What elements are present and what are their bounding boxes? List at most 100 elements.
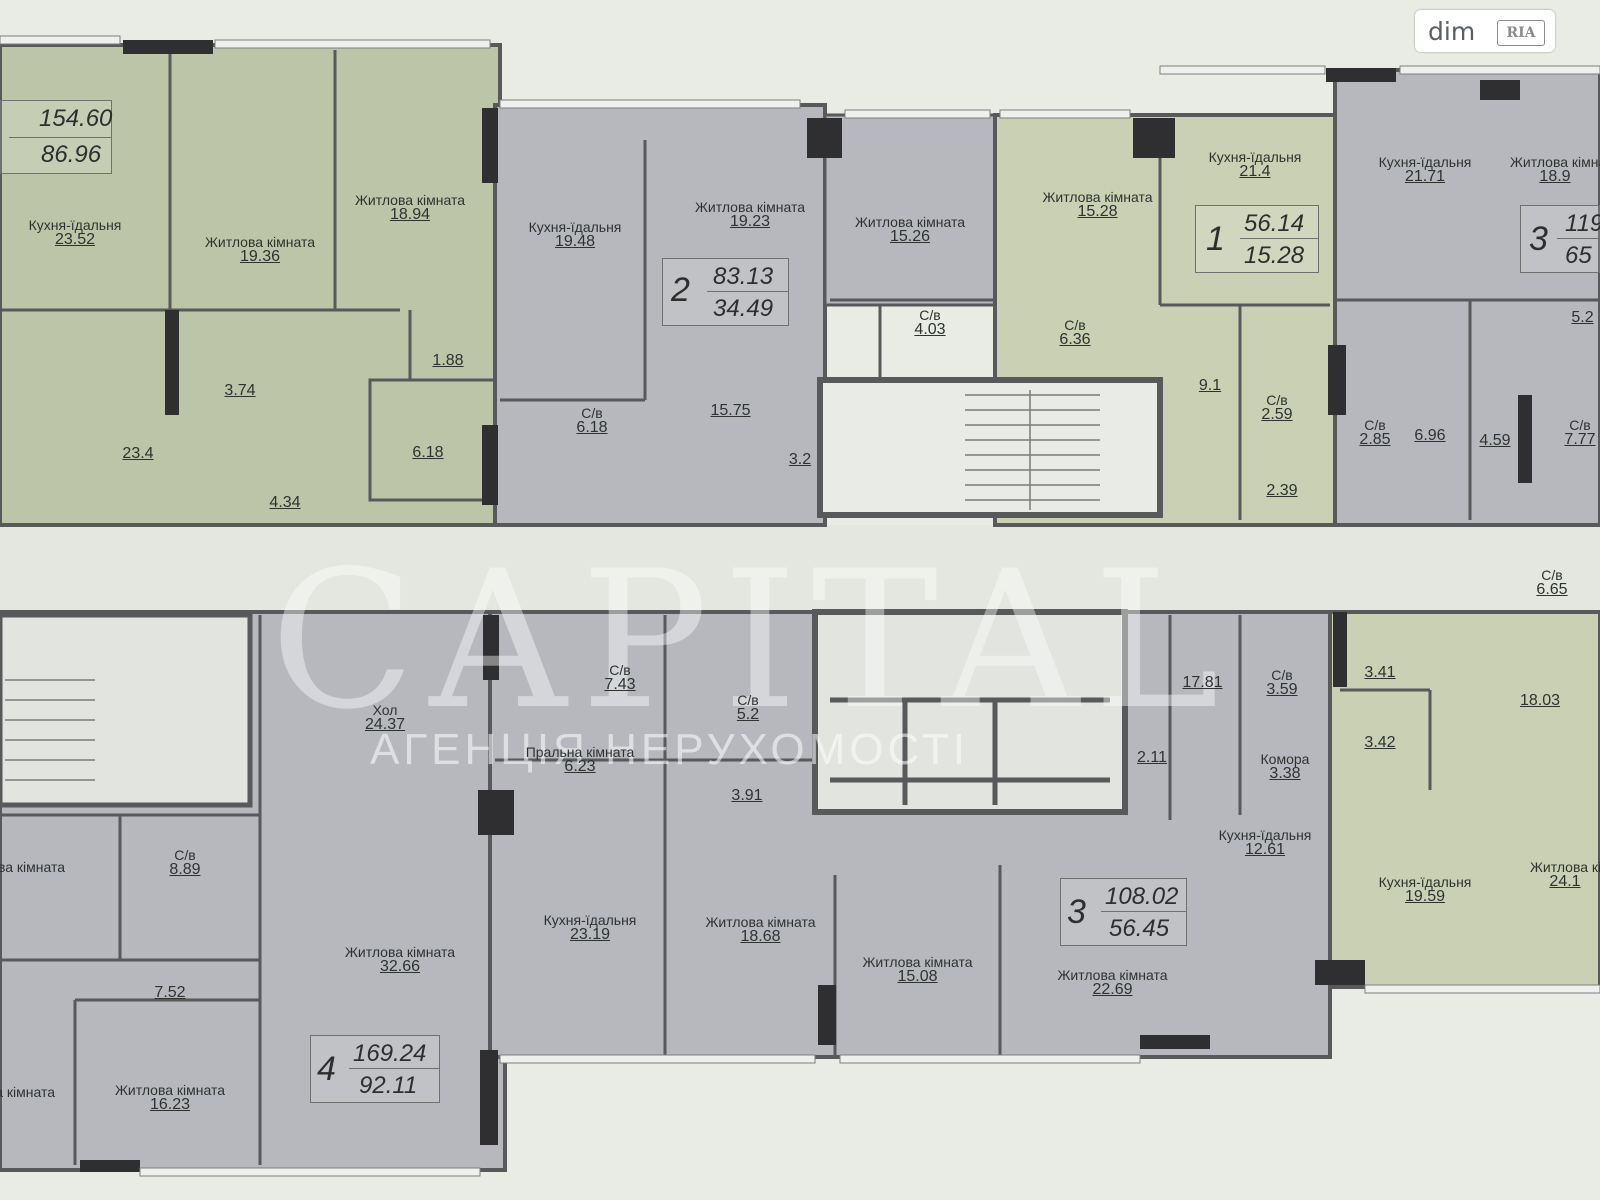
room-area: 2.11 — [1137, 749, 1167, 766]
room-name: Кухня-їдальня — [1378, 874, 1472, 890]
room-area: 24.37 — [364, 716, 406, 733]
room-label: 9.1 — [1195, 378, 1225, 394]
room-label: 3.74 — [220, 383, 260, 399]
room-name: Житлова кімната — [114, 1082, 226, 1098]
room-area: 24.1 — [1549, 873, 1581, 890]
unit-2 — [493, 103, 827, 527]
room-label: 17.81 — [1180, 675, 1225, 691]
badge-rooms: 4 — [317, 1050, 336, 1088]
room-area: 5.2 — [1571, 309, 1594, 326]
room-area: 6.23 — [564, 758, 596, 775]
room-area: 21.4 — [1239, 163, 1271, 180]
badge-living: 65 — [1565, 242, 1592, 269]
room-label: 23.4 — [118, 446, 158, 462]
room-area: 9.1 — [1198, 377, 1222, 394]
room-name: Житлова кімната — [862, 954, 973, 970]
room-label: 2.11 — [1132, 750, 1172, 766]
room-area: 6.65 — [1536, 581, 1568, 598]
room-label: 3.41 — [1360, 665, 1400, 681]
room-area: 17.81 — [1182, 674, 1223, 691]
room-area: 16.23 — [149, 1096, 191, 1113]
badge-total: 119 — [1565, 210, 1600, 237]
apartment-badge: 3 119 65 — [1520, 205, 1600, 273]
logo-mark: RIA — [1497, 20, 1545, 46]
room-name: С/в — [737, 692, 759, 708]
room-label: 7.52 — [150, 985, 190, 1001]
apartment-badge: 154.60 86.96 — [0, 100, 112, 174]
room-name: С/в — [1569, 417, 1591, 433]
room-label: 3.91 — [727, 788, 767, 804]
room-area: 7.77 — [1564, 431, 1596, 448]
room-name: С/в — [174, 847, 196, 863]
unit-3-right — [1333, 68, 1600, 527]
columns-bottom — [80, 612, 1365, 1172]
room-name: С/в — [919, 307, 941, 323]
room-name: Кухня-їдальня — [528, 219, 622, 235]
room-area: 6.18 — [412, 444, 444, 461]
badge-rooms: 3 — [1529, 220, 1548, 258]
room-area: 23.19 — [569, 926, 611, 943]
room-label: 4.59 — [1475, 433, 1515, 449]
room-name: Житлова кімната — [1057, 967, 1168, 983]
room-label: 1.88 — [428, 353, 468, 369]
dim-ria-logo[interactable]: dim RIA — [1415, 10, 1555, 52]
unit-bottom-right — [1328, 610, 1600, 989]
room-area: 15.26 — [889, 228, 931, 245]
room-area: 19.59 — [1404, 888, 1446, 905]
badge-living: 56.45 — [1109, 915, 1170, 942]
room-area: 3.42 — [1364, 734, 1396, 751]
room-area: 15.28 — [1077, 203, 1118, 220]
room-area: 12.61 — [1244, 841, 1286, 858]
stair-core — [817, 377, 1163, 518]
room-name: Житлова кімната — [0, 1084, 56, 1100]
room-name: Житлова кімната — [1042, 189, 1153, 205]
room-name: Хол — [372, 702, 398, 718]
room-area: 3.91 — [731, 787, 763, 804]
room-area: 22.69 — [1092, 981, 1133, 998]
columns-top — [123, 40, 1532, 505]
room-name: С/в — [1271, 667, 1293, 683]
badge-living: 15.28 — [1244, 242, 1305, 269]
room-label: 5.2 — [1565, 310, 1600, 326]
room-label: 3.2 — [785, 452, 815, 468]
room-area: 5.2 — [736, 706, 760, 723]
room-name: С/в — [1364, 417, 1386, 433]
room-name: Кухня-їдальня — [1208, 149, 1302, 165]
badge-living: 86.96 — [41, 141, 102, 168]
badge-total: 169.24 — [353, 1040, 427, 1067]
room-name: Житлова кімната — [354, 192, 466, 208]
room-label: 4.34 — [265, 495, 305, 511]
room-label: 3.42 — [1360, 735, 1400, 751]
room-name: Житлова кімната — [0, 859, 66, 875]
room-area: 32.66 — [379, 958, 421, 975]
room-area: 19.48 — [554, 233, 596, 250]
room-area: 19.23 — [729, 213, 771, 230]
room-area: 18.68 — [740, 928, 781, 945]
badge-living: 34.49 — [713, 295, 774, 322]
stair-steps-left — [5, 679, 95, 781]
room-name: Житлова кімната — [694, 199, 806, 215]
apartment-badge: 4 169.24 92.11 — [310, 1035, 440, 1103]
room-name: Житлова кімната — [344, 944, 456, 960]
room-label: Житлова кімната24.1 — [1530, 860, 1600, 890]
room-area: 3.38 — [1269, 765, 1301, 782]
room-name: С/в — [1064, 317, 1086, 333]
